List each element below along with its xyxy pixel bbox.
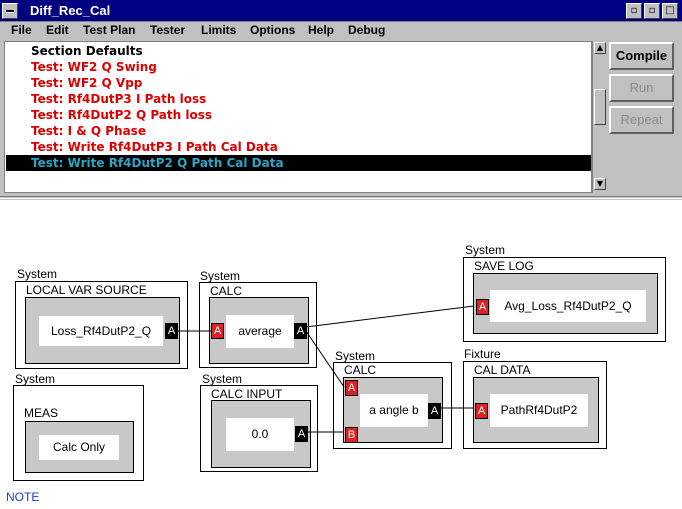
- window-menu-icon[interactable]: [2, 3, 18, 19]
- calc-input-block[interactable]: CALC INPUT 0.0 A: [200, 385, 318, 472]
- menu-limits[interactable]: Limits: [201, 23, 237, 37]
- block-title: SAVE LOG: [474, 259, 534, 273]
- diagram-canvas[interactable]: System LOCAL VAR SOURCE Loss_Rf4DutP2_Q …: [0, 200, 682, 509]
- pane-divider[interactable]: [0, 196, 682, 199]
- output-port-a[interactable]: A: [165, 323, 178, 339]
- save-log-block[interactable]: SAVE LOG A Avg_Loss_Rf4DutP2_Q: [463, 257, 666, 342]
- connection-wires: [177, 305, 475, 433]
- cal-data-block[interactable]: CAL DATA A PathRf4DutP2: [463, 361, 607, 449]
- input-port-a[interactable]: A: [345, 380, 358, 396]
- meas-block[interactable]: MEAS Calc Only: [13, 385, 144, 481]
- output-port-a[interactable]: A: [295, 426, 308, 442]
- block-value: PathRf4DutP2: [490, 394, 588, 427]
- window-title: Diff_Rec_Cal: [30, 3, 111, 18]
- list-header-section-defaults[interactable]: Section Defaults: [31, 44, 143, 58]
- scrollbar-thumb[interactable]: [594, 89, 606, 125]
- block-title: CALC: [210, 284, 243, 298]
- block-body: Calc Only: [25, 421, 134, 473]
- block-body: A B a angle b A: [343, 377, 443, 443]
- output-port-a[interactable]: A: [294, 323, 307, 339]
- menu-tester[interactable]: Tester: [150, 23, 186, 37]
- menu-bar: File Edit Test Plan Tester Limits Option…: [0, 22, 682, 40]
- list-item[interactable]: Test: Rf4DutP2 Q Path loss: [31, 108, 213, 122]
- block-title: CALC INPUT: [211, 387, 283, 401]
- compile-button[interactable]: Compile: [609, 42, 674, 70]
- run-button[interactable]: Run: [609, 74, 674, 102]
- block-title: CAL DATA: [474, 363, 531, 377]
- list-item[interactable]: Test: WF2 Q Swing: [31, 60, 157, 74]
- title-bar[interactable]: Diff_Rec_Cal ▫ ▫ □: [0, 0, 682, 22]
- restore-icon[interactable]: ▫: [644, 3, 660, 19]
- scroll-down-icon[interactable]: ▼: [594, 178, 606, 190]
- menu-edit[interactable]: Edit: [46, 23, 69, 37]
- group-label: System: [335, 349, 376, 363]
- calc-angle-block[interactable]: CALC A B a angle b A: [333, 362, 452, 449]
- minimize-icon[interactable]: ▫: [626, 3, 642, 19]
- block-value: Avg_Loss_Rf4DutP2_Q: [490, 290, 646, 322]
- block-value: average: [226, 315, 294, 348]
- group-label: System: [465, 243, 506, 257]
- block-title: CALC: [344, 363, 377, 377]
- list-item-selected[interactable]: Test: Write Rf4DutP2 Q Path Cal Data: [6, 155, 591, 171]
- block-value: a angle b: [360, 394, 428, 427]
- input-port-a[interactable]: A: [211, 323, 224, 339]
- maximize-icon[interactable]: □: [662, 3, 678, 19]
- input-port-b[interactable]: B: [345, 427, 358, 443]
- input-port-a[interactable]: A: [475, 403, 488, 419]
- menu-file[interactable]: File: [11, 23, 32, 37]
- block-value: Calc Only: [39, 435, 119, 460]
- calc-average-block[interactable]: CALC A average A: [199, 282, 317, 368]
- menu-help[interactable]: Help: [308, 23, 335, 37]
- block-title: MEAS: [24, 406, 59, 420]
- wire-average-to-savelog: [305, 305, 475, 328]
- group-label: System: [15, 372, 56, 386]
- output-port-a[interactable]: A: [428, 403, 441, 419]
- wire-average-to-angle-a: [305, 330, 345, 388]
- test-list-scrollbar[interactable]: ▲ ▼: [592, 41, 606, 193]
- note-link[interactable]: NOTE: [6, 490, 40, 504]
- scroll-up-icon[interactable]: ▲: [594, 42, 606, 54]
- test-list[interactable]: Section Defaults Test: WF2 Q Swing Test:…: [4, 41, 592, 193]
- block-title: LOCAL VAR SOURCE: [26, 283, 147, 297]
- group-label: Fixture: [464, 347, 501, 361]
- menu-options[interactable]: Options: [250, 23, 296, 37]
- list-item[interactable]: Test: I & Q Phase: [31, 124, 146, 138]
- menu-debug[interactable]: Debug: [348, 23, 386, 37]
- block-body: A Avg_Loss_Rf4DutP2_Q: [473, 273, 658, 334]
- block-body: A PathRf4DutP2: [473, 377, 599, 443]
- menu-test-plan[interactable]: Test Plan: [83, 23, 136, 37]
- list-item[interactable]: Test: WF2 Q Vpp: [31, 76, 143, 90]
- group-label: System: [17, 267, 58, 281]
- list-item[interactable]: Test: Rf4DutP3 I Path loss: [31, 92, 207, 106]
- group-label: System: [200, 269, 241, 283]
- group-label: System: [202, 372, 243, 386]
- block-value: Loss_Rf4DutP2_Q: [39, 316, 163, 346]
- input-port-a[interactable]: A: [476, 299, 489, 315]
- repeat-button[interactable]: Repeat: [609, 106, 674, 134]
- block-value: 0.0: [226, 418, 294, 451]
- list-item[interactable]: Test: Write Rf4DutP3 I Path Cal Data: [31, 140, 278, 154]
- block-body: 0.0 A: [211, 400, 311, 468]
